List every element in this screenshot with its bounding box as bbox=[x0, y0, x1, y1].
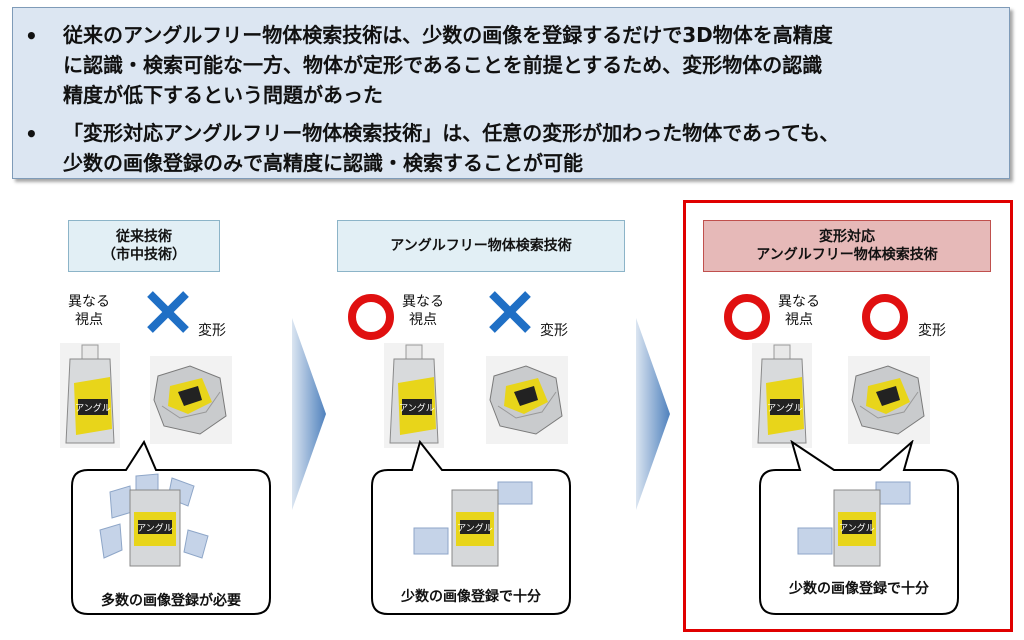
many-images-illustration: アングル bbox=[99, 473, 209, 567]
svg-text:アングル: アングル bbox=[137, 522, 173, 534]
pouch-crumpled-icon bbox=[851, 365, 925, 435]
bubble-caption: 少数の画像登録で十分 bbox=[789, 581, 929, 597]
bullet-marker: • bbox=[25, 122, 38, 146]
pouch-photo-crumpled bbox=[848, 356, 930, 444]
flow-arrow-1 bbox=[292, 318, 326, 510]
deform-label: 変形 bbox=[918, 323, 946, 339]
svg-text:アングル: アングル bbox=[767, 402, 803, 414]
svg-text:アングル: アングル bbox=[457, 522, 493, 534]
svg-text:アングル: アングル bbox=[75, 402, 111, 414]
cross-mark-icon bbox=[147, 291, 189, 333]
viewpoint-label: 異なる 視点 bbox=[68, 294, 110, 328]
circle-mark-icon bbox=[724, 294, 770, 340]
few-images-illustration: アングル bbox=[413, 481, 533, 567]
viewpoint-label: 異なる 視点 bbox=[402, 294, 444, 328]
pouch-photo-upright: アングル bbox=[752, 343, 812, 448]
pouch-upright-icon: アングル bbox=[389, 344, 439, 444]
flow-arrow-2 bbox=[636, 318, 670, 510]
pouch-photo-upright: アングル bbox=[384, 343, 444, 448]
bubble-caption: 少数の画像登録で十分 bbox=[401, 589, 541, 605]
svg-text:アングル: アングル bbox=[399, 402, 435, 414]
summary-box: • 従来のアングルフリー物体検索技術は、少数の画像を登録するだけで3D物体を高精… bbox=[12, 7, 1010, 179]
pouch-crumpled-icon bbox=[489, 365, 563, 435]
cross-mark-icon bbox=[489, 291, 531, 333]
pouch-crumpled-icon bbox=[153, 365, 227, 435]
panel-label: アングルフリー物体検索技術 bbox=[337, 220, 625, 272]
few-images-illustration: アングル bbox=[797, 481, 911, 567]
deform-label: 変形 bbox=[198, 323, 226, 339]
summary-bullet-1: 従来のアングルフリー物体検索技術は、少数の画像を登録するだけで3D物体を高精度 … bbox=[63, 23, 833, 107]
viewpoint-label: 異なる 視点 bbox=[778, 294, 820, 328]
pouch-upright-icon: アングル bbox=[757, 344, 807, 444]
bullet-marker: • bbox=[25, 24, 38, 48]
panel-label: 従来技術 （市中技術） bbox=[68, 220, 220, 272]
summary-bullet-2: 「変形対応アングルフリー物体検索技術」は、任意の変形が加わった物体であっても、 … bbox=[63, 121, 840, 175]
pouch-upright-icon: アングル bbox=[65, 344, 115, 444]
pouch-photo-crumpled bbox=[150, 356, 232, 444]
svg-text:アングル: アングル bbox=[839, 522, 875, 534]
circle-mark-icon bbox=[348, 294, 394, 340]
panel-label: 変形対応 アングルフリー物体検索技術 bbox=[703, 220, 991, 272]
pouch-photo-upright: アングル bbox=[60, 343, 120, 448]
circle-mark-icon bbox=[862, 294, 908, 340]
pouch-photo-crumpled bbox=[486, 356, 568, 444]
highlight-frame bbox=[683, 200, 1013, 632]
deform-label: 変形 bbox=[540, 323, 568, 339]
bubble-caption: 多数の画像登録が必要 bbox=[101, 593, 241, 609]
